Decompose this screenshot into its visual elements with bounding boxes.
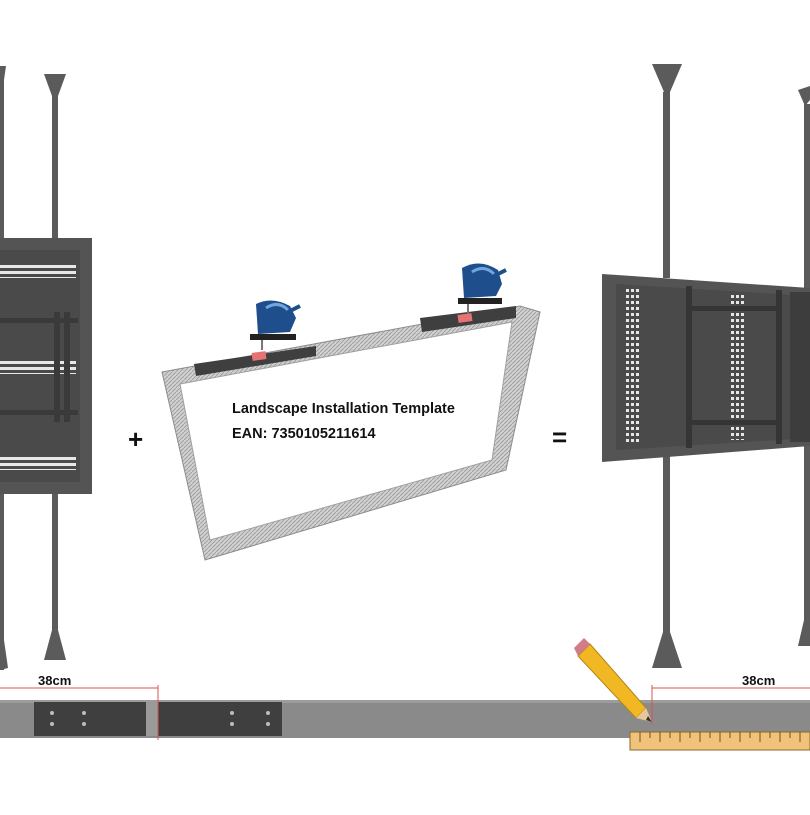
right-scene [574,64,810,751]
template-title: Landscape Installation Template [232,401,455,417]
measurement-left: 38cm [38,673,72,688]
installation-template [161,305,541,561]
left-screen [0,238,92,494]
right-screen [602,274,810,462]
plus-sign: + [128,424,144,454]
left-pole [44,74,66,660]
left-scene [0,66,159,740]
floor-bracket-template [34,700,282,740]
dimension-right [651,685,810,724]
ruler-icon [629,731,810,751]
jigsaw-icon [458,263,507,314]
jigsaw-icon [250,300,301,350]
right-pole [652,64,682,668]
pencil-icon [574,638,652,722]
equals-sign: = [552,422,568,452]
measurement-right: 38cm [742,673,776,688]
template-ean: EAN: 7350105211614 [232,426,376,442]
